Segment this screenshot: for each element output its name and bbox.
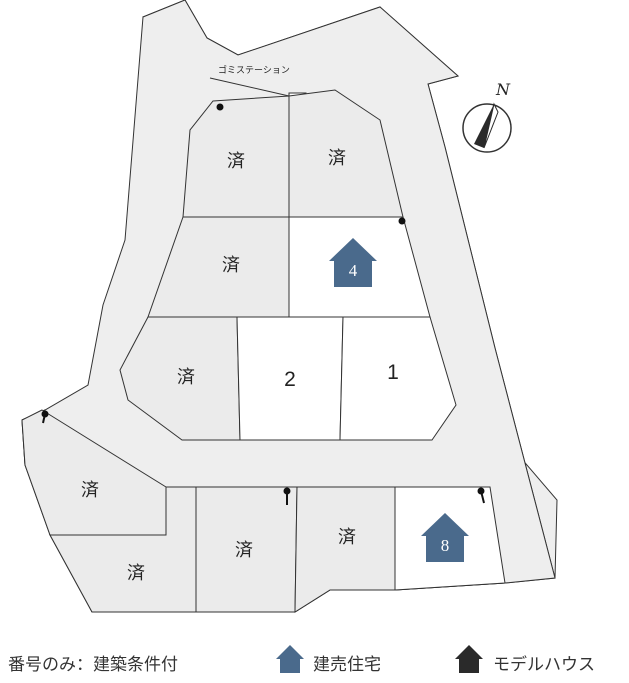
lot-f-label: 2 bbox=[284, 368, 296, 391]
house-icon bbox=[276, 645, 304, 673]
lot-c-label: 済 bbox=[222, 255, 240, 276]
lot-i-label: 済 bbox=[127, 563, 145, 584]
legend-built-for-sale: 建売住宅 bbox=[313, 655, 381, 675]
lot-b-label: 済 bbox=[328, 148, 346, 169]
lot-k-label: 済 bbox=[338, 527, 356, 548]
pin-marker bbox=[216, 103, 224, 111]
subdivision-map: N ゴミステーション 済 済 済 4 済 2 1 済 済 済 済 8 bbox=[21, 0, 558, 613]
house-icon bbox=[421, 513, 469, 562]
lot-e-label: 済 bbox=[177, 367, 195, 388]
model-house-icon bbox=[455, 645, 483, 673]
north-label: N bbox=[495, 80, 511, 99]
lot-k bbox=[294, 486, 396, 613]
compass-icon: N bbox=[462, 80, 512, 153]
lot-a-label: 済 bbox=[227, 151, 245, 172]
legend: 番号のみ：建築条件付 建売住宅 モデルハウス bbox=[0, 640, 629, 680]
lot-l-label: 8 bbox=[441, 536, 450, 555]
lot-d-label: 4 bbox=[349, 261, 358, 280]
lot-g-label: 1 bbox=[387, 361, 399, 384]
lot-b bbox=[288, 89, 404, 218]
lot-h-label: 済 bbox=[81, 480, 99, 501]
legend-model-house: モデルハウス bbox=[493, 655, 595, 675]
marker-pins bbox=[41, 103, 485, 505]
garbage-station-label: ゴミステーション bbox=[218, 64, 290, 76]
lot-g bbox=[339, 316, 457, 441]
pin-marker bbox=[398, 217, 406, 225]
lot-j-label: 済 bbox=[235, 540, 253, 561]
legend-number-only: 番号のみ：建築条件付 bbox=[8, 655, 178, 675]
house-icon bbox=[329, 238, 377, 287]
